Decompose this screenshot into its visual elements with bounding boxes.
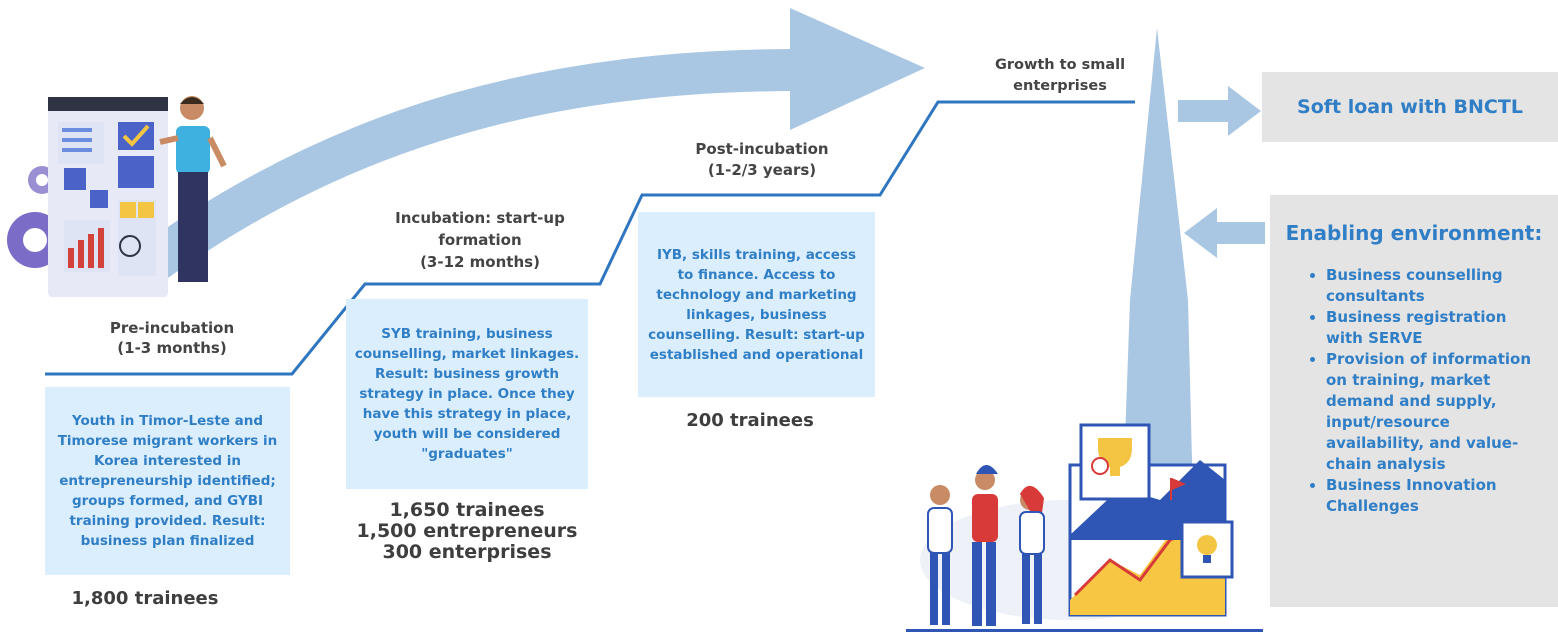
big-curved-arrow (137, 49, 801, 283)
incubation-label: Incubation: start-up formation (3-12 mon… (365, 207, 595, 273)
post-incubation-label: Post-incubation (1-2/3 years) (662, 139, 862, 181)
post-incubation-description-text: IYB, skills training, access to finance.… (648, 246, 865, 363)
pre-incubation-description: Youth in Timor-Leste and Timorese migran… (45, 387, 290, 575)
pre-incubation-description-text: Youth in Timor-Leste and Timorese migran… (57, 413, 278, 549)
incubation-count: 1,650 trainees 1,500 entrepreneurs 300 e… (345, 500, 589, 563)
pre-incubation-label: Pre-incubation (1-3 months) (72, 318, 272, 358)
incubation-label-line1: Incubation: start-up (395, 209, 565, 227)
soft-loan-box: Soft loan with BNCTL (1262, 72, 1558, 142)
growth-stage-label: Growth to small enterprises (960, 55, 1160, 97)
enabling-item: Business registration with SERVE (1326, 307, 1544, 349)
growth-label-line2: enterprises (1013, 78, 1107, 94)
enabling-item: Business counselling consultants (1326, 265, 1544, 307)
incubation-description-text: SYB training, business counselling, mark… (354, 326, 580, 462)
incubation-label-line2: formation (438, 231, 522, 249)
post-incubation-label-line1: Post-incubation (695, 140, 829, 158)
arrow-from-enabling (1184, 208, 1265, 258)
planning-board-illustration (7, 96, 227, 297)
enabling-item: Business Innovation Challenges (1326, 475, 1544, 517)
post-incubation-description: IYB, skills training, access to finance.… (638, 212, 875, 397)
post-incubation-count: 200 trainees (650, 410, 850, 431)
post-incubation-count-line1: 200 trainees (686, 410, 814, 431)
post-incubation-label-line2: (1-2/3 years) (707, 161, 817, 179)
enabling-environment-title: Enabling environment: (1285, 221, 1543, 245)
pre-incubation-label-line2: (1-3 months) (117, 339, 227, 357)
incubation-description: SYB training, business counselling, mark… (346, 299, 588, 489)
soft-loan-label: Soft loan with BNCTL (1297, 96, 1523, 118)
team-presentation-illustration (906, 423, 1263, 632)
growth-label-line1: Growth to small (994, 57, 1126, 73)
big-arrow-head (790, 8, 925, 130)
enabling-environment-box: Enabling environment: Business counselli… (1270, 195, 1558, 607)
growth-staircase-line (45, 100, 1135, 376)
enabling-item: Provision of information on training, ma… (1326, 349, 1544, 475)
pre-incubation-count-line1: 1,800 trainees (71, 588, 219, 609)
arrow-to-soft-loan (1178, 86, 1261, 136)
incubation-label-line3: (3-12 months) (420, 253, 540, 271)
incubation-count-line1: 1,650 trainees (389, 499, 545, 521)
incubation-count-line2: 1,500 entrepreneurs (356, 520, 578, 542)
enabling-environment-list: Business counselling consultants Busines… (1282, 265, 1546, 517)
pre-incubation-label-line1: Pre-incubation (109, 319, 235, 337)
incubation-count-line3: 300 enterprises (382, 541, 552, 563)
pre-incubation-count: 1,800 trainees (45, 588, 245, 609)
